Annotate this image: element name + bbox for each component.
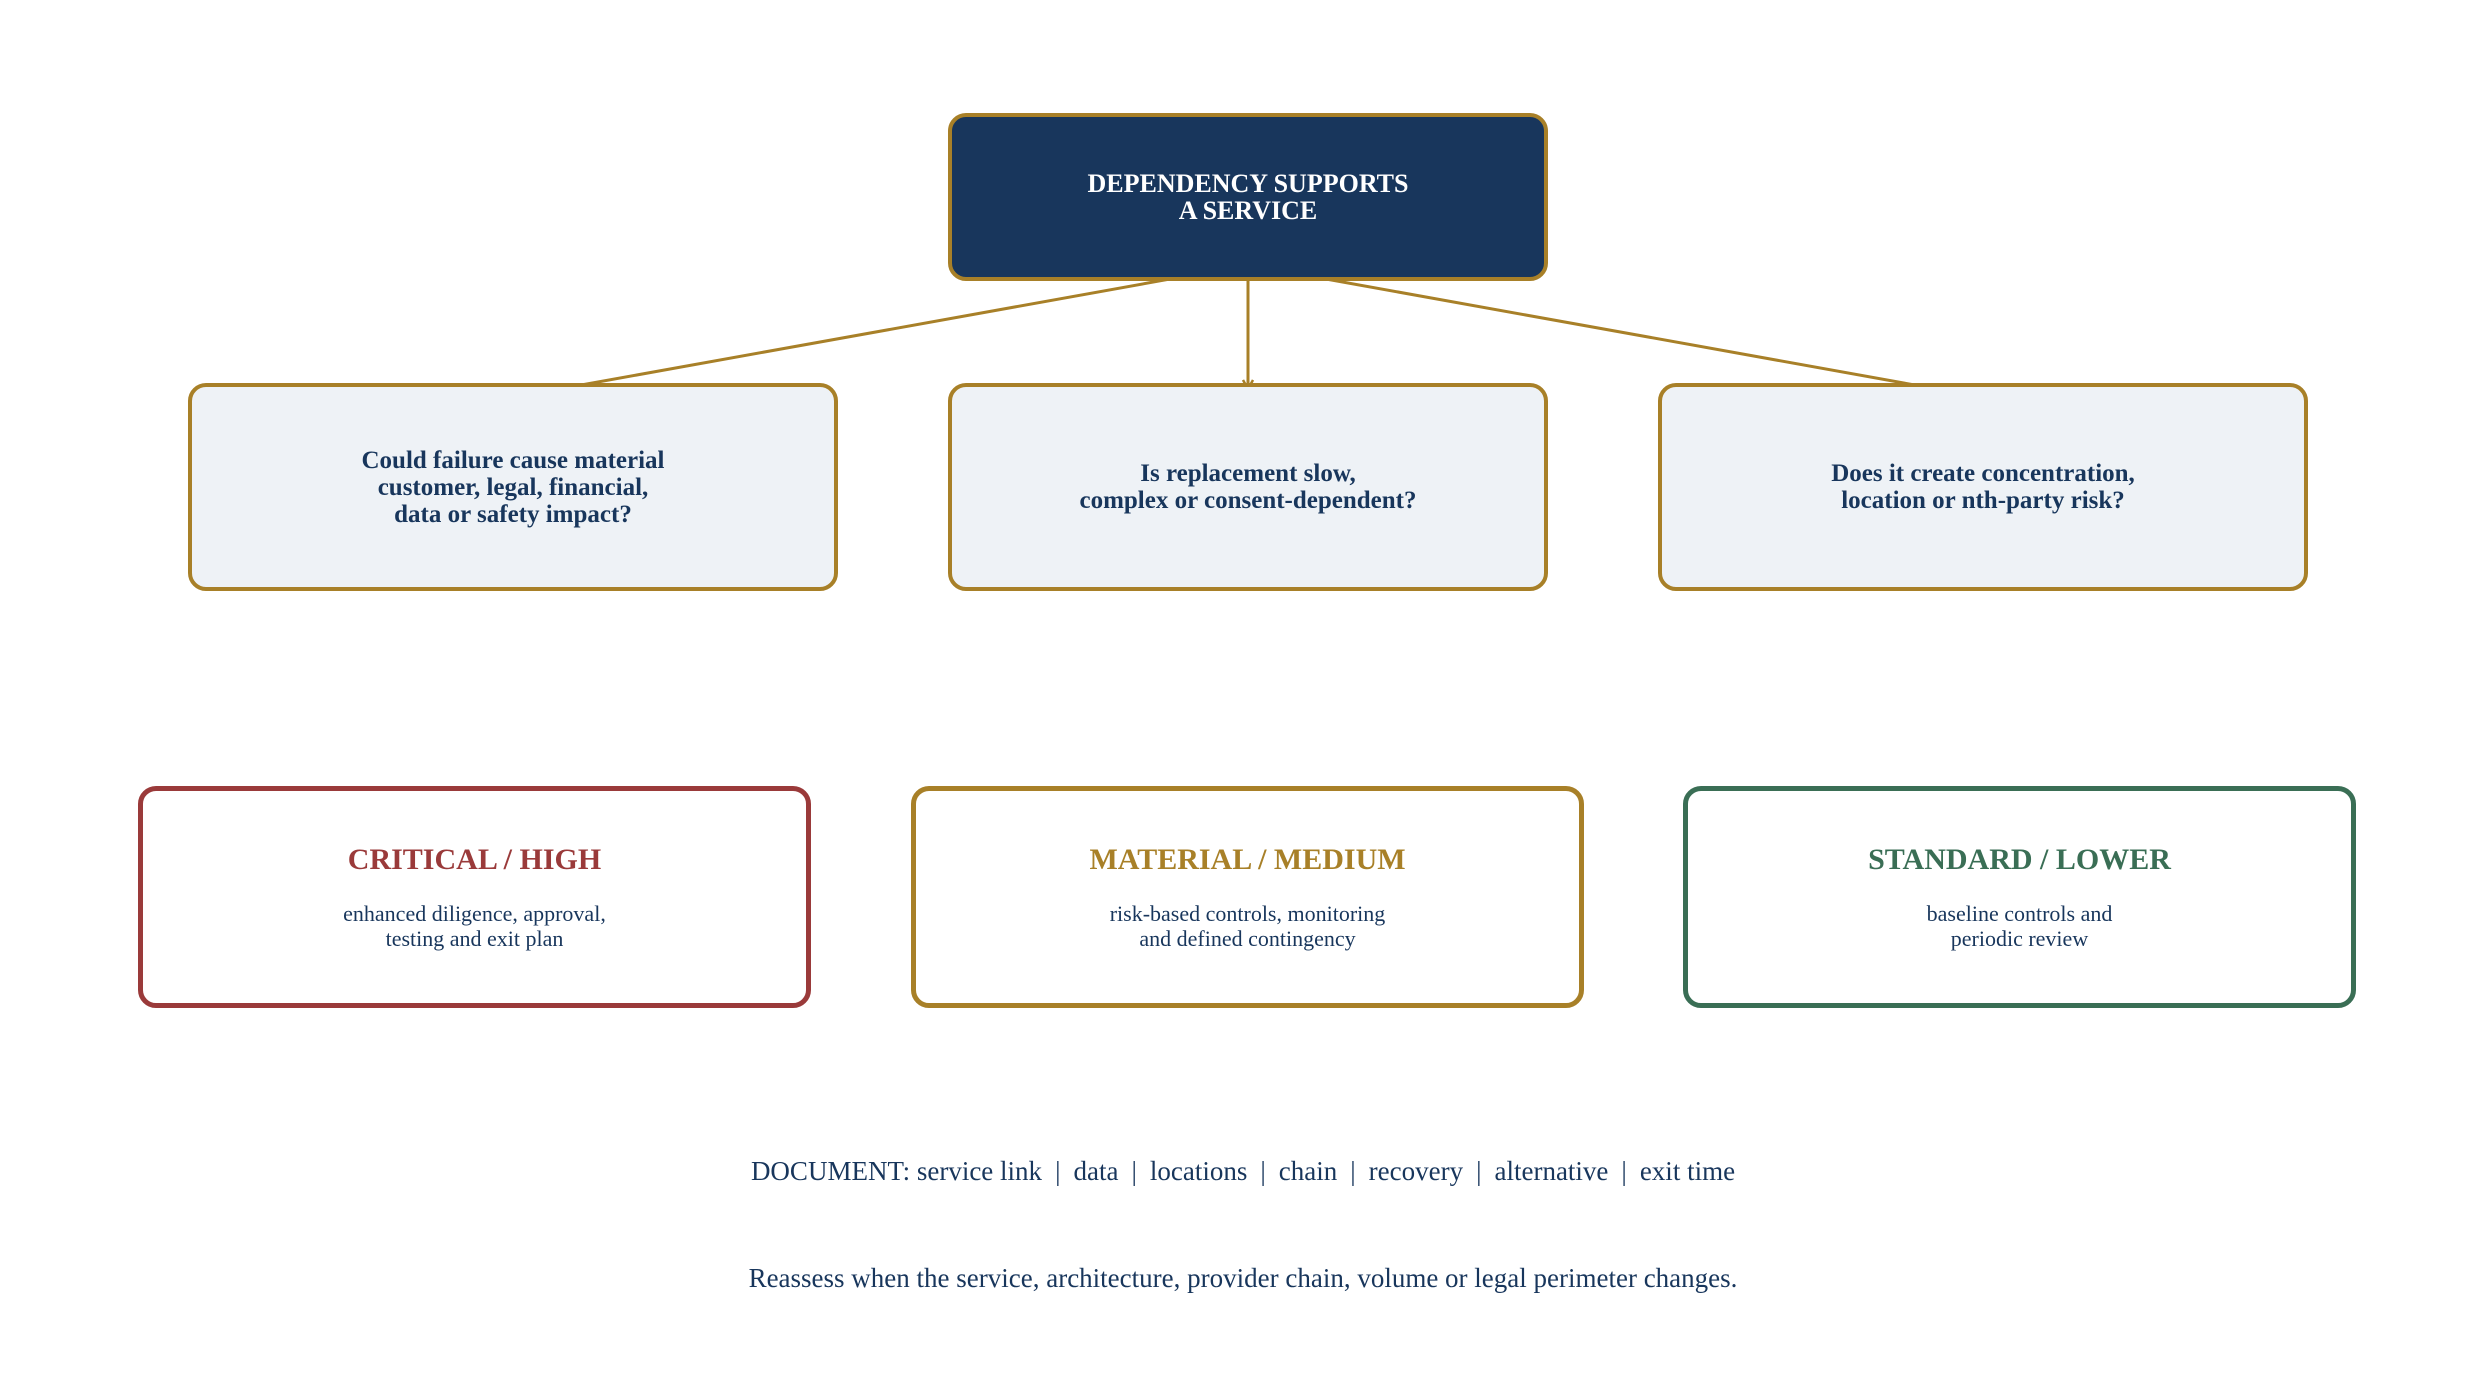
document-item: locations — [1149, 1156, 1248, 1186]
document-label: DOCUMENT: — [750, 1156, 911, 1186]
separator: | — [1621, 1156, 1627, 1186]
question-node-replacement: Is replacement slow, complex or consent-… — [948, 383, 1548, 591]
tier-title: STANDARD / LOWER — [1868, 843, 2171, 876]
document-item: data — [1073, 1156, 1119, 1186]
root-title: DEPENDENCY SUPPORTS A SERVICE — [1087, 169, 1409, 225]
tier-description: baseline controls and periodic review — [1926, 901, 2113, 951]
arrow-to-question-3 — [1247, 263, 1976, 396]
arrow-to-question-1 — [520, 263, 1249, 396]
question-text: Could failure cause material customer, l… — [361, 446, 665, 528]
question-text: Is replacement slow, complex or consent-… — [1079, 460, 1417, 514]
tier-title: MATERIAL / MEDIUM — [1089, 843, 1406, 876]
reassess-note: Reassess when the service, architecture,… — [748, 1263, 1738, 1293]
root-node: DEPENDENCY SUPPORTS A SERVICE — [948, 113, 1548, 281]
document-item: chain — [1278, 1156, 1338, 1186]
separator: | — [1131, 1156, 1137, 1186]
document-item: recovery — [1368, 1156, 1464, 1186]
separator: | — [1055, 1156, 1061, 1186]
document-item: service link — [916, 1156, 1043, 1186]
separator: | — [1476, 1156, 1482, 1186]
tier-description: risk-based controls, monitoring and defi… — [1109, 901, 1386, 951]
separator: | — [1350, 1156, 1356, 1186]
question-node-impact: Could failure cause material customer, l… — [188, 383, 838, 591]
tier-standard-lower: STANDARD / LOWER baseline controls and p… — [1683, 786, 2356, 1008]
tier-material-medium: MATERIAL / MEDIUM risk-based controls, m… — [911, 786, 1584, 1008]
tier-description: enhanced diligence, approval, testing an… — [343, 901, 606, 951]
question-node-concentration: Does it create concentration, location o… — [1658, 383, 2308, 591]
separator: | — [1260, 1156, 1266, 1186]
question-text: Does it create concentration, location o… — [1831, 460, 2135, 514]
tier-critical-high: CRITICAL / HIGH enhanced diligence, appr… — [138, 786, 811, 1008]
document-item: exit time — [1639, 1156, 1736, 1186]
document-item: alternative — [1494, 1156, 1609, 1186]
document-checklist: DOCUMENT: service link | data | locations | ch… — [0, 1155, 2486, 1187]
tier-title: CRITICAL / HIGH — [347, 843, 602, 876]
